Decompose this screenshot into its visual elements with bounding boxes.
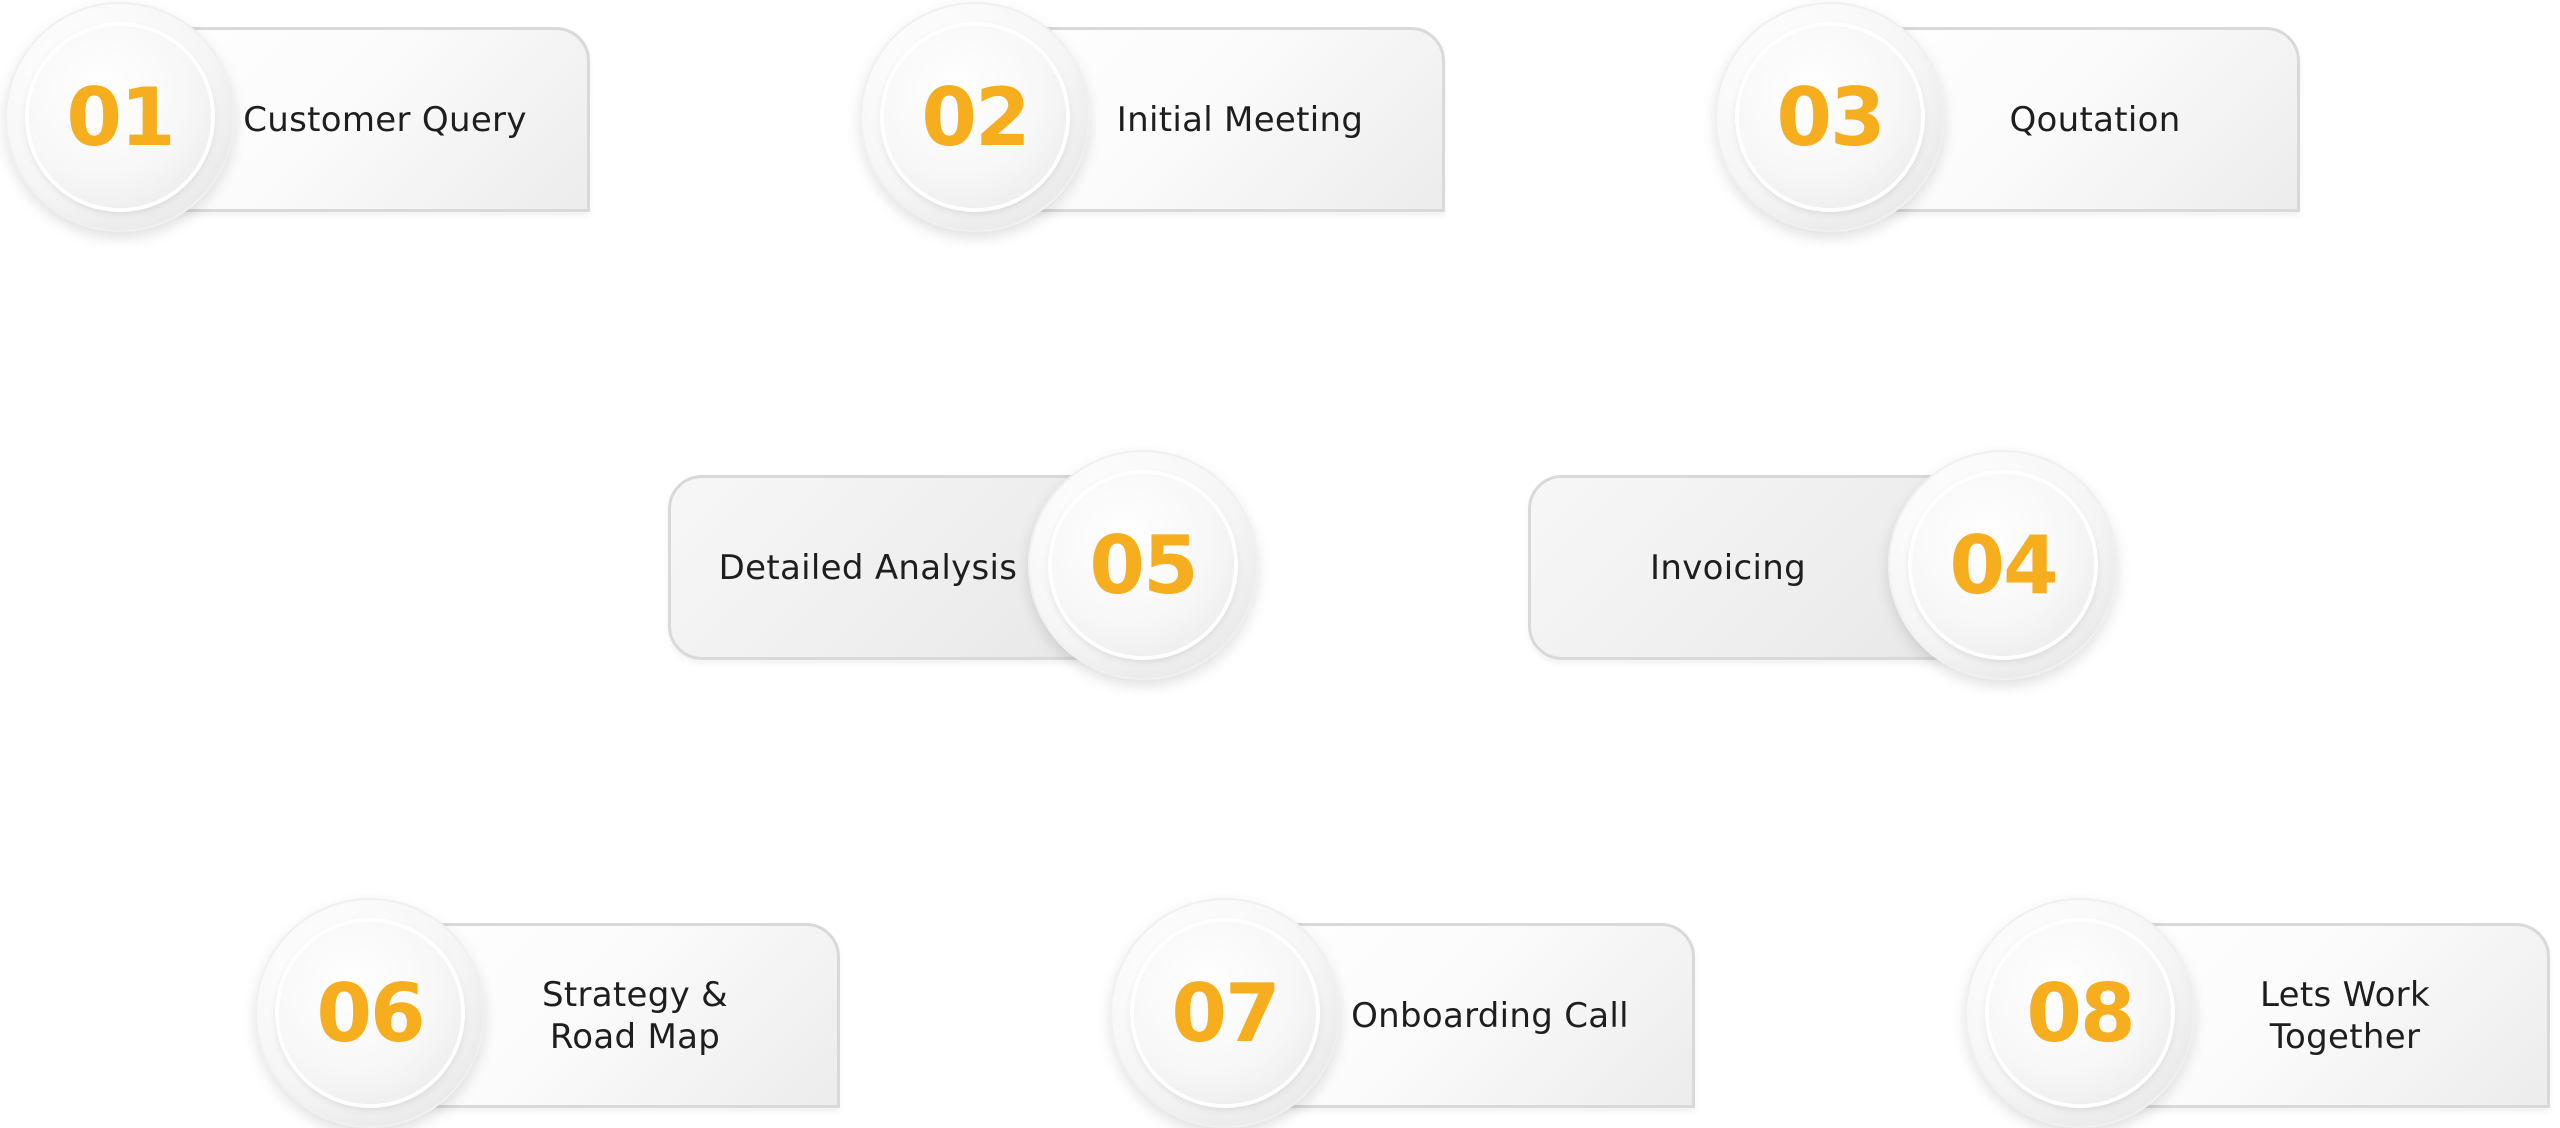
- step-number: 02: [921, 70, 1030, 164]
- step-label: Initial Meeting: [1116, 99, 1364, 140]
- step-number: 03: [1776, 70, 1885, 164]
- step-number-badge: 07: [1110, 898, 1340, 1128]
- step-number: 07: [1171, 966, 1280, 1060]
- step-03: Qoutation 03: [1715, 2, 2305, 232]
- step-label: Invoicing: [1650, 547, 1806, 588]
- step-number: 08: [2026, 966, 2135, 1060]
- step-number-badge: 05: [1028, 450, 1258, 680]
- step-number-badge: 06: [255, 898, 485, 1128]
- step-05: Detailed Analysis 05: [668, 450, 1258, 680]
- step-label: Qoutation: [2009, 99, 2181, 140]
- step-number-badge: 02: [860, 2, 1090, 232]
- step-01: Customer Query 01: [5, 2, 595, 232]
- step-08: Lets Work Together 08: [1965, 898, 2555, 1128]
- step-02: Initial Meeting 02: [860, 2, 1450, 232]
- step-label: Onboarding Call: [1351, 995, 1629, 1036]
- step-label: Lets Work Together: [2260, 974, 2430, 1057]
- step-label: Customer Query: [243, 99, 527, 140]
- step-number: 05: [1089, 518, 1198, 612]
- step-number: 06: [316, 966, 425, 1060]
- step-number: 01: [66, 70, 175, 164]
- step-number-badge: 03: [1715, 2, 1945, 232]
- step-number-badge: 01: [5, 2, 235, 232]
- step-06: Strategy & Road Map 06: [255, 898, 845, 1128]
- step-04: Invoicing 04: [1528, 450, 2118, 680]
- step-number: 04: [1949, 518, 2058, 612]
- step-number-badge: 08: [1965, 898, 2195, 1128]
- step-label: Strategy & Road Map: [542, 974, 728, 1057]
- step-label: Detailed Analysis: [718, 547, 1018, 588]
- step-07: Onboarding Call 07: [1110, 898, 1700, 1128]
- step-number-badge: 04: [1888, 450, 2118, 680]
